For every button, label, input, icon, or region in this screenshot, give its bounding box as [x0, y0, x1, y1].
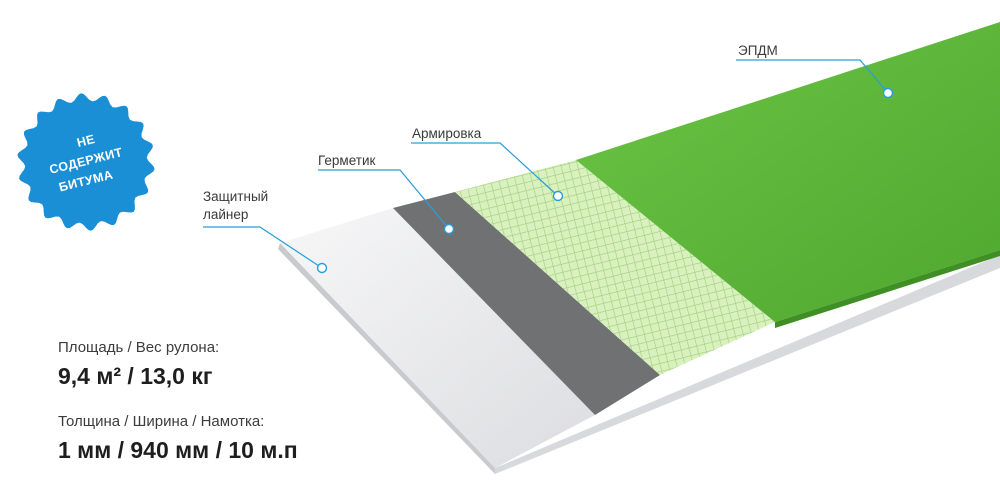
label-liner-line1: Защитный	[203, 189, 269, 204]
label-sealant: Герметик	[318, 153, 376, 168]
epdm-edge	[775, 250, 1000, 328]
epdm-layer	[576, 22, 1000, 322]
callout-line-reinforcement	[411, 142, 559, 197]
base-edge	[495, 255, 1000, 474]
callout-line-epdm	[736, 59, 889, 94]
area-weight-value: 9,4 м² / 13,0 кг	[58, 363, 213, 389]
seal-badge-icon	[15, 91, 157, 233]
liner-edge	[278, 243, 495, 474]
liner-layer	[280, 208, 595, 468]
callout-dot-reinforcement	[552, 190, 564, 202]
dimensions-label: Толщина / Ширина / Намотка:	[58, 413, 265, 430]
dimensions-value: 1 мм / 940 мм / 10 м.п	[58, 437, 298, 463]
no-bitumen-badge: НЕ СОДЕРЖИТ БИТУМА	[10, 86, 162, 238]
label-liner-line2: лайнер	[203, 207, 249, 222]
callout-dot-sealant	[443, 223, 455, 235]
area-weight-label: Площадь / Вес рулона:	[58, 339, 220, 356]
label-reinforcement: Армировка	[412, 126, 482, 141]
callout-line-sealant	[318, 169, 450, 230]
sealant-layer	[393, 192, 660, 415]
label-epdm: ЭПДМ	[738, 43, 778, 58]
callout-line-liner	[203, 226, 323, 269]
callout-dot-epdm	[882, 87, 894, 99]
callout-dot-liner	[316, 262, 328, 274]
reinforcement-layer	[455, 160, 775, 375]
